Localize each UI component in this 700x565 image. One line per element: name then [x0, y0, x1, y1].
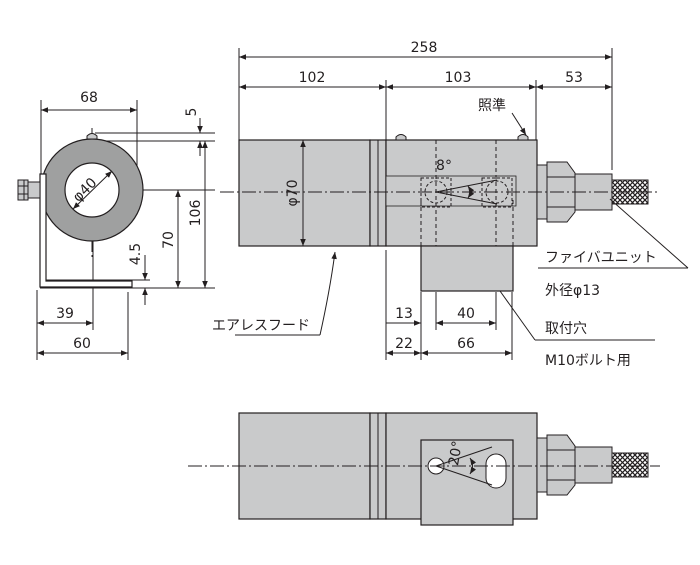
angle-20-label: 20°	[446, 440, 466, 467]
dim-hood-102: 102	[299, 70, 326, 86]
dim-bracket-outer-60: 60	[73, 336, 91, 352]
dim-mount-start-22: 22	[395, 336, 413, 352]
dim-connector-53: 53	[565, 70, 583, 86]
mount-bolt-label: M10ボルト用	[545, 353, 631, 369]
angle-8-label: 8°	[436, 158, 452, 174]
dim-width-68: 68	[80, 90, 98, 106]
dim-overall-258: 258	[411, 40, 438, 56]
side-view-labels: 68 5 106 70 4.5 39 60 φ40	[56, 90, 204, 352]
side-view	[17, 100, 215, 360]
bottom-view-labels: 20°	[446, 440, 466, 467]
front-view-labels: 258 102 103 53 照準 8° φ70 13 40 22 66	[285, 40, 583, 352]
dim-mount-length-66: 66	[457, 336, 475, 352]
dim-top-offset-5: 5	[184, 108, 200, 117]
dim-total-height-106: 106	[188, 200, 204, 227]
dim-bracket-inner-39: 39	[56, 306, 74, 322]
fiber-unit-label: ファイバユニット	[545, 250, 657, 266]
dim-bracket-thickness-4-5: 4.5	[128, 243, 144, 265]
aim-label: 照準	[478, 98, 506, 114]
air-hood-label: エアレスフード	[212, 318, 310, 334]
mount-hole-label: 取付穴	[545, 321, 587, 337]
hood-diameter-label: φ70	[285, 179, 301, 206]
dim-mount-offset-13: 13	[395, 306, 413, 322]
dim-body-103: 103	[445, 70, 472, 86]
front-view	[220, 48, 689, 360]
callout-labels: ファイバユニット 外径φ13 エアレスフード 取付穴 M10ボルト用	[212, 250, 657, 369]
dim-mount-pitch-40: 40	[457, 306, 475, 322]
dim-center-height-70: 70	[161, 231, 177, 249]
fiber-unit-spec-label: 外径φ13	[545, 283, 600, 299]
bottom-view	[188, 412, 660, 526]
